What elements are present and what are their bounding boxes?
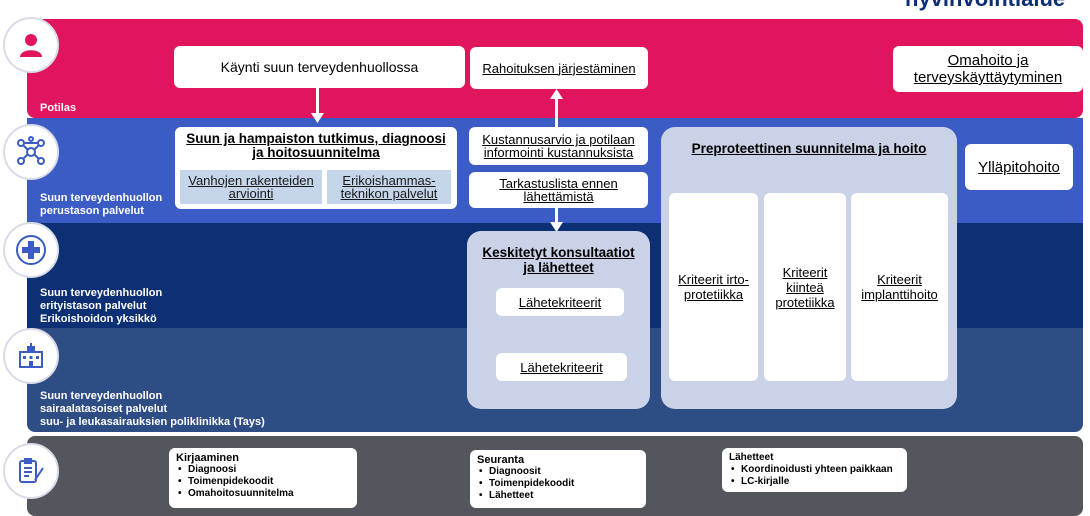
criteria-fixed: Kriteerit kiinteä protetiikka [764, 193, 846, 381]
card-monitoring-title: Seuranta [477, 454, 525, 466]
band-label-special-line3: Erikoishoidon yksikkö [40, 313, 157, 325]
selfcare-text: Omahoito ja terveyskäyttäytyminen [913, 52, 1063, 86]
band-label-hospital-line1: Suun terveydenhuollon [40, 390, 163, 402]
arrow-checklist-down-head [550, 222, 563, 232]
referral-criteria-2-text: Lähetekriteerit [520, 359, 603, 375]
criteria-fixed-text: Kriteerit kiinteä protetiikka [775, 264, 835, 310]
arrow-funding-up-head [550, 89, 563, 99]
criteria-implant-text: Kriteerit implanttihoito [861, 272, 938, 302]
card-documentation: Kirjaaminen Diagnoosi Toimenpidekoodit O… [169, 448, 357, 508]
prosthetic-title: Preproteettinen suunnitelma ja hoito [691, 141, 927, 156]
arrow-visit-down [316, 88, 319, 115]
band-label-special: Suun terveydenhuollon erityistason palve… [40, 287, 162, 326]
selfcare-box: Omahoito ja terveyskäyttäytyminen [893, 46, 1083, 92]
card-referrals-item: Koordinoidusti yhteen paikkaan [731, 464, 900, 476]
referral-criteria-1-text: Lähetekriteerit [518, 294, 602, 310]
band-label-hospital-line3: suu- ja leukasairauksien poliklinikka (T… [40, 416, 265, 428]
card-referrals-item: LC-kirjalle [731, 476, 900, 488]
card-documentation-item: Toimenpidekoodit [178, 476, 350, 488]
exam-sub-old-structures: Vanhojen rakenteiden arviointi [180, 170, 322, 204]
card-documentation-title: Kirjaaminen [176, 452, 239, 464]
clipboard-edit-icon [3, 443, 59, 499]
maintenance-text: Ylläpitohoito [978, 158, 1060, 176]
funding-box: Rahoituksen järjestäminen [470, 47, 648, 89]
band-label-basic: Suun terveydenhuollon perustason palvelu… [40, 192, 163, 217]
arrow-funding-up [555, 98, 558, 128]
card-documentation-item: Diagnoosi [178, 464, 350, 476]
card-referrals-title: Lähetteet [729, 452, 774, 463]
checklist-box: Tarkastuslista ennen lähettämistä [469, 172, 648, 208]
criteria-implant: Kriteerit implanttihoito [851, 193, 948, 381]
arrow-visit-down-head [311, 113, 324, 123]
band-label-hospital: Suun terveydenhuollon sairaalatasoiset p… [40, 390, 265, 429]
header-logo: hyvinvointialue [905, 0, 1065, 12]
exam-title: Suun ja hampaiston tutkimus, diagnoosi j… [186, 131, 446, 160]
visit-text: Käynti suun terveydenhuollossa [220, 59, 419, 75]
network-icon [3, 124, 59, 180]
cost-estimate-box: Kustannusarvio ja potilaan informointi k… [469, 127, 648, 165]
referral-criteria-2: Lähetekriteerit [496, 353, 627, 381]
referral-criteria-1: Lähetekriteerit [496, 288, 624, 316]
band-label-special-line2: erityistason palvelut [40, 300, 147, 312]
card-monitoring: Seuranta Diagnoosit Toimenpidekoodit Läh… [470, 450, 646, 508]
card-monitoring-item: Toimenpidekoodit [479, 478, 639, 490]
arrow-checklist-down [555, 208, 558, 224]
card-documentation-item: Omahoitosuunnitelma [178, 488, 350, 500]
hospital-icon [3, 328, 59, 384]
exam-sub-dental-technician-text: Erikoishammas-teknikon palvelut [340, 173, 438, 201]
medical-cross-icon [3, 222, 59, 278]
person-icon [3, 17, 59, 73]
band-label-patient: Potilas [40, 102, 77, 114]
maintenance-box: Ylläpitohoito [965, 144, 1073, 190]
funding-text: Rahoituksen järjestäminen [482, 60, 636, 76]
card-monitoring-item: Lähetteet [479, 490, 639, 502]
criteria-removable: Kriteerit irto-protetiikka [669, 193, 758, 381]
exam-sub-old-structures-text: Vanhojen rakenteiden arviointi [188, 173, 314, 201]
visit-box: Käynti suun terveydenhuollossa [174, 46, 465, 88]
criteria-removable-text: Kriteerit irto-protetiikka [678, 272, 749, 302]
exam-sub-dental-technician: Erikoishammas-teknikon palvelut [327, 170, 451, 204]
band-label-hospital-line2: sairaalatasoiset palvelut [40, 403, 168, 415]
card-referrals: Lähetteet Koordinoidusti yhteen paikkaan… [722, 448, 907, 492]
consult-title: Keskitetyt konsultaatiot ja lähetteet [482, 245, 635, 275]
card-monitoring-item: Diagnoosit [479, 466, 639, 478]
checklist-text: Tarkastuslista ennen lähettämistä [499, 176, 618, 204]
cost-estimate-text: Kustannusarvio ja potilaan informointi k… [482, 132, 635, 160]
band-label-special-line1: Suun terveydenhuollon [40, 287, 163, 299]
